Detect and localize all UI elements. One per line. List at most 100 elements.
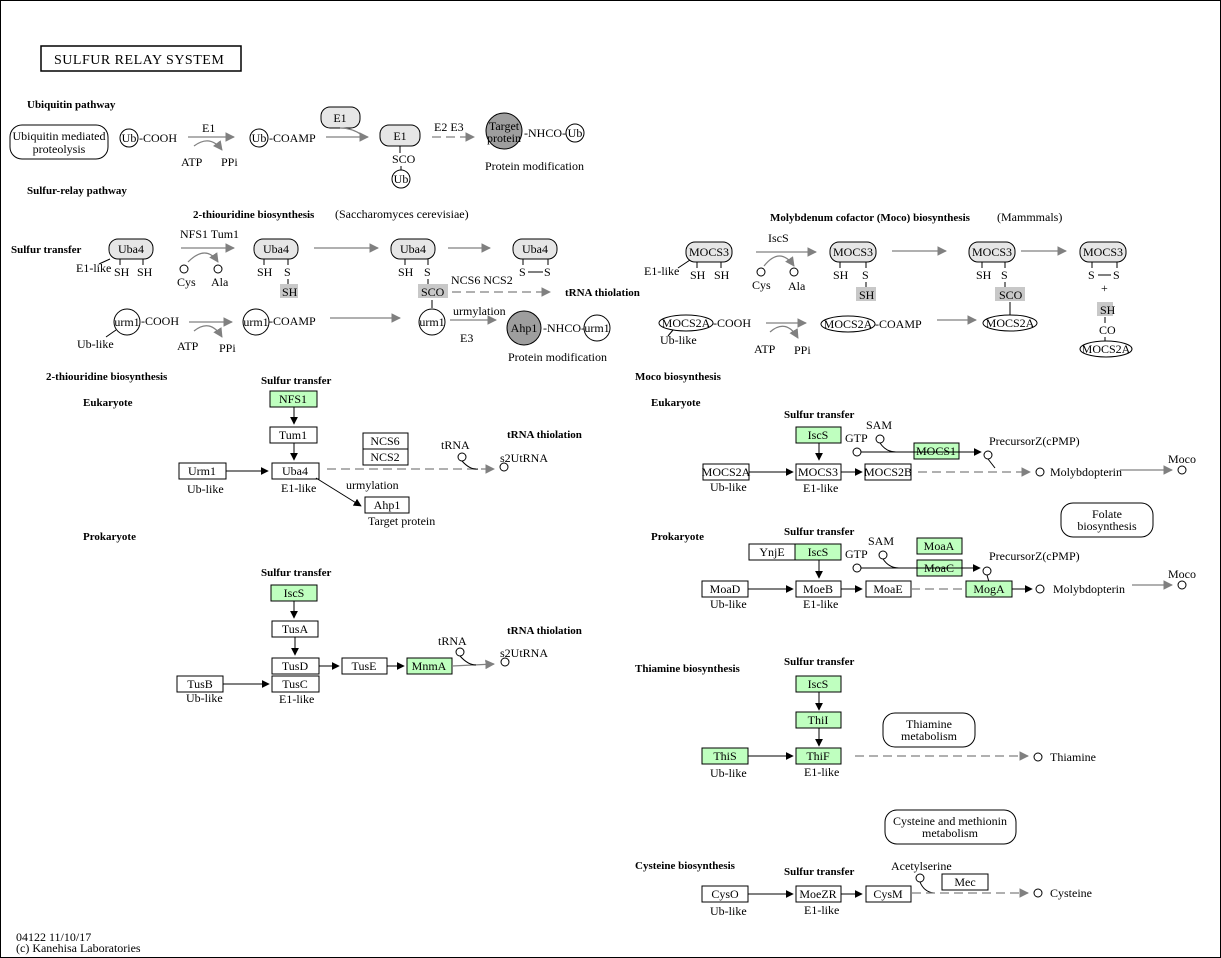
mocs2a-compound-2[interactable]: MOCS2A (820, 315, 876, 333)
ub-compound-3[interactable] (391, 169, 411, 189)
ala-label-1: Ala (211, 275, 229, 289)
precursor-circle-euk[interactable] (983, 450, 993, 460)
svg-text:Uba4: Uba4 (263, 242, 289, 256)
moaa-gene[interactable]: MoaA (916, 537, 963, 555)
urm1-compound-2[interactable]: urm1 (242, 308, 270, 336)
moco-circle-prok[interactable] (1177, 580, 1187, 590)
s2utrna-circle-euk[interactable] (499, 462, 509, 472)
acetylserine-link (919, 881, 935, 894)
precursor-circle-prok[interactable] (982, 566, 992, 576)
thii-gene[interactable]: ThiI (795, 711, 842, 729)
ahp1-gene[interactable]: Ahp1 (364, 496, 410, 514)
gtp-circle-euk[interactable] (852, 447, 862, 457)
ncs2-gene[interactable]: NCS2 (362, 448, 409, 466)
e1-node[interactable]: E1 (379, 124, 421, 147)
thif-gene[interactable]: ThiF (795, 747, 842, 765)
ublike-label-euk-thio: Ub-like (187, 482, 224, 496)
moeb-gene[interactable]: MoeB (795, 580, 842, 598)
ubiquitin-proteolysis-map-link[interactable]: Ubiquitin mediated proteolysis (9, 124, 109, 160)
uba4-node-3[interactable]: Uba4 (390, 238, 436, 260)
urm1-gene[interactable]: Urm1 (178, 462, 227, 480)
mocs3-node-2[interactable]: MOCS3 (829, 241, 877, 263)
e1-top-node[interactable]: E1 (320, 106, 361, 129)
tuse-gene[interactable]: TusE (341, 657, 388, 675)
svg-text:biosynthesis: biosynthesis (1077, 519, 1137, 533)
uba4-node-1[interactable]: Uba4 (108, 238, 154, 260)
mocs3-node-4[interactable]: MOCS3 (1079, 241, 1127, 263)
nfs1-gene[interactable]: NFS1 (269, 390, 318, 408)
tusd-gene[interactable]: TusD (271, 657, 320, 675)
trna-circle-prok[interactable] (455, 647, 465, 657)
thiamine-metabolism-map-link[interactable]: Thiamine metabolism (882, 712, 976, 748)
ala-circle-1[interactable] (213, 264, 223, 274)
trna-circle-euk[interactable] (457, 452, 467, 462)
cyso-gene[interactable]: CysO (701, 885, 749, 903)
thiamine-circle[interactable] (1033, 752, 1043, 762)
tusa-gene[interactable]: TusA (271, 620, 319, 638)
tusb-gene[interactable]: TusB (176, 675, 224, 693)
mec-gene[interactable]: Mec (941, 873, 989, 891)
mnma-gene[interactable]: MnmA (406, 657, 453, 675)
moad-gene[interactable]: MoaD (701, 580, 749, 598)
mocs2a-compound-1[interactable]: MOCS2A (658, 314, 714, 332)
svg-text:MoeZR: MoeZR (799, 887, 836, 901)
mocs2a-compound-4[interactable]: MOCS2A (1079, 340, 1133, 358)
mocs3-gene[interactable]: MOCS3 (795, 463, 842, 481)
trna-thiolation-euk: tRNA thiolation (507, 429, 582, 441)
co-label: CO (1099, 323, 1116, 337)
svg-text:urm1: urm1 (243, 315, 268, 329)
cys-circle-1[interactable] (179, 264, 189, 274)
mocs3-node-1[interactable]: MOCS3 (685, 241, 733, 263)
target-protein-node[interactable]: Target protein (485, 112, 523, 150)
ala-circle-2[interactable] (789, 267, 799, 277)
sam-circle-euk[interactable] (875, 434, 885, 444)
sam-circle-prok[interactable] (878, 550, 888, 560)
s2utrna-circle-prok[interactable] (500, 657, 510, 667)
moga-gene[interactable]: MogA (965, 580, 1013, 598)
cysteine-methionine-map-link[interactable]: Cysteine and methionin metabolism (884, 809, 1017, 845)
mocs2a-gene[interactable]: MOCS2A (702, 463, 751, 481)
svg-text:MOCS2A: MOCS2A (662, 316, 711, 330)
urm1-coamp-label: -COAMP (269, 314, 316, 328)
moae-gene[interactable]: MoaE (865, 580, 912, 598)
iscs-gene-thiamine[interactable]: IscS (795, 675, 842, 693)
ub-compound[interactable] (119, 128, 139, 148)
uba4-node-2[interactable]: Uba4 (253, 238, 299, 260)
mocs2a-compound-3[interactable]: MOCS2A (982, 314, 1038, 332)
moco-circle-euk[interactable] (1177, 465, 1187, 475)
s-3: S (424, 265, 431, 279)
tusc-gene[interactable]: TusC (271, 675, 320, 693)
ynje-gene[interactable]: YnjE (748, 543, 796, 561)
ncs6-gene[interactable]: NCS6 (362, 432, 409, 450)
cysteine-circle[interactable] (1033, 888, 1043, 898)
cysm-gene[interactable]: CysM (865, 885, 912, 903)
mocs2b-gene[interactable]: MOCS2B (864, 463, 912, 481)
molybdopterin-circle-prok[interactable] (1035, 584, 1045, 594)
iscs-gene-prok-thio[interactable]: IscS (270, 584, 318, 602)
ahp1-target-node[interactable]: Ahp1 (506, 310, 542, 346)
cys-circle-2[interactable] (756, 267, 766, 277)
ub-compound-4[interactable] (565, 123, 585, 143)
ub-compound-2[interactable] (249, 128, 269, 148)
this-gene[interactable]: ThiS (701, 747, 749, 765)
mocs3-node-3[interactable]: MOCS3 (968, 241, 1016, 263)
moezr-gene[interactable]: MoeZR (795, 885, 842, 903)
svg-text:TusA: TusA (282, 622, 309, 636)
gtp-circle-prok[interactable] (852, 563, 862, 573)
iscs-gene-euk-moco[interactable]: IscS (795, 426, 842, 444)
mocs1-gene[interactable]: MOCS1 (913, 442, 960, 460)
mocs3-e1like-link (677, 259, 691, 269)
acetylserine-circle[interactable] (915, 873, 925, 883)
folate-biosynthesis-map-link[interactable]: Folate biosynthesis (1060, 502, 1154, 538)
iscs-gene-prok-moco[interactable]: IscS (794, 543, 842, 561)
urm1-compound-4[interactable]: urm1 (583, 314, 611, 342)
uba4-gene[interactable]: Uba4 (271, 462, 320, 480)
uba4-node-4[interactable]: Uba4 (512, 238, 558, 260)
urm1-compound-3[interactable]: urm1 (418, 308, 446, 336)
mocs3-3-s: S (1001, 268, 1008, 282)
e1like-label-thiamine: E1-like (804, 765, 839, 779)
tum1-gene[interactable]: Tum1 (269, 426, 318, 444)
svg-text:Ahp1: Ahp1 (511, 321, 538, 335)
molybdopterin-circle-euk[interactable] (1035, 467, 1045, 477)
urm1-compound-1[interactable]: urm1 (113, 308, 141, 336)
